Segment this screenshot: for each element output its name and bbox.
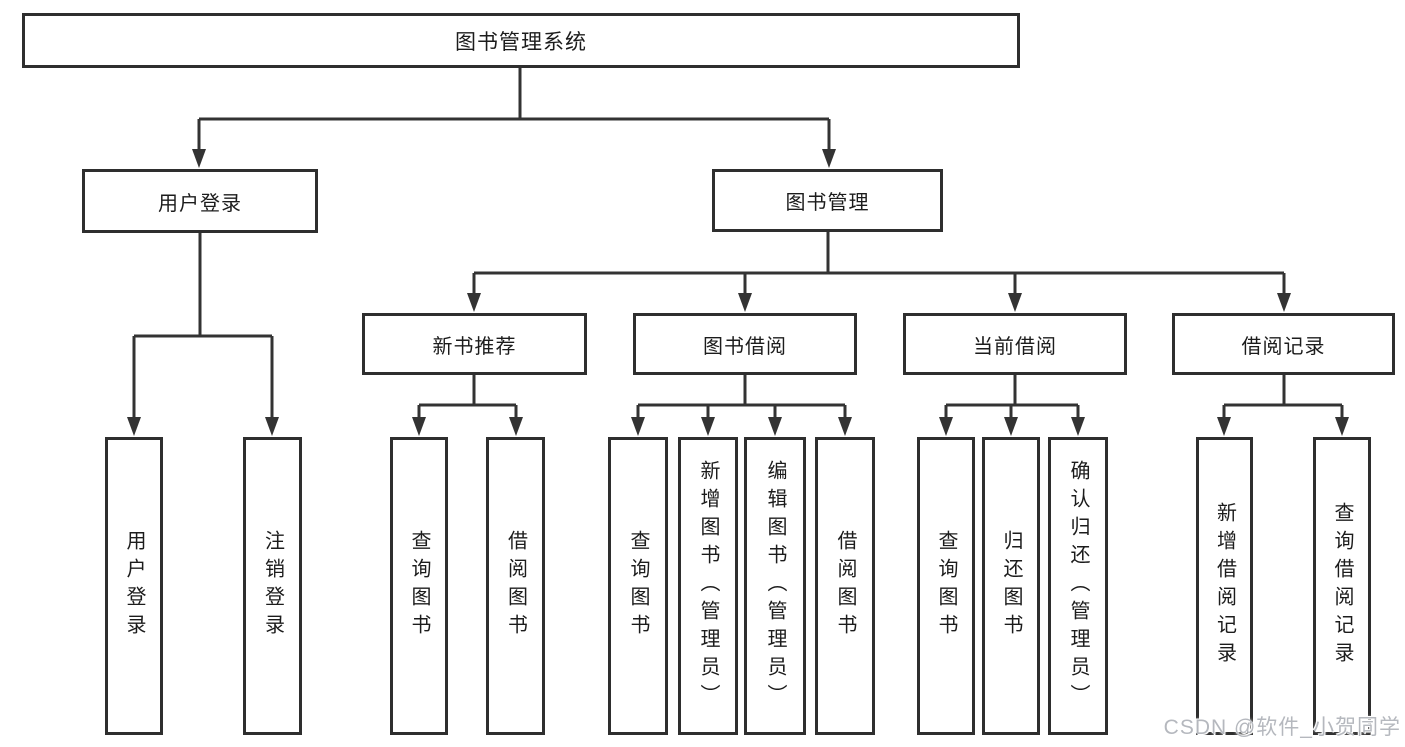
leaf-edit-books-admin: 编辑图书（管理员） xyxy=(744,437,806,735)
node-label: 借阅图书 xyxy=(504,530,527,642)
node-label: 新书推荐 xyxy=(432,335,517,358)
leaf-borrow-books: 借阅图书 xyxy=(815,437,875,735)
node-label: 借阅记录 xyxy=(1241,335,1326,358)
node-label: 图书管理系统 xyxy=(455,30,587,54)
leaf-query-books-current: 查询图书 xyxy=(917,437,975,735)
leaf-add-books-admin: 新增图书（管理员） xyxy=(678,437,738,735)
node-label: 查询图书 xyxy=(935,530,957,642)
node-new-book-recommend: 新书推荐 xyxy=(362,313,587,375)
leaf-user-login: 用户登录 xyxy=(105,437,163,735)
leaf-query-books-recommend: 查询图书 xyxy=(390,437,448,735)
node-label: 查询借阅记录 xyxy=(1331,502,1353,670)
node-label: 用户登录 xyxy=(123,530,145,642)
node-label: 当前借阅 xyxy=(973,335,1057,358)
node-book-borrow: 图书借阅 xyxy=(633,313,857,375)
node-label: 新增图书（管理员） xyxy=(697,460,719,712)
leaf-query-books-borrow: 查询图书 xyxy=(608,437,668,735)
node-label: 归还图书 xyxy=(1000,530,1022,642)
node-label: 注销登录 xyxy=(261,530,284,642)
leaf-borrow-books-recommend: 借阅图书 xyxy=(486,437,545,735)
leaf-confirm-return-admin: 确认归还（管理员） xyxy=(1048,437,1108,735)
leaf-return-books: 归还图书 xyxy=(982,437,1040,735)
leaf-add-borrow-record: 新增借阅记录 xyxy=(1196,437,1253,735)
node-label: 用户登录 xyxy=(158,192,242,215)
leaf-logout: 注销登录 xyxy=(243,437,302,735)
node-current-borrow: 当前借阅 xyxy=(903,313,1127,375)
leaf-query-borrow-record: 查询借阅记录 xyxy=(1313,437,1371,735)
node-label: 查询图书 xyxy=(408,530,430,642)
csdn-watermark: CSDN @软件_小贺同学 xyxy=(1163,716,1401,739)
arrowheads xyxy=(127,149,1349,436)
node-label: 图书借阅 xyxy=(703,335,787,358)
tree-edges xyxy=(132,68,1344,421)
node-book-management: 图书管理 xyxy=(712,169,943,232)
node-label: 确认归还（管理员） xyxy=(1067,460,1089,712)
node-label: 查询图书 xyxy=(627,530,649,642)
node-label: 编辑图书（管理员） xyxy=(764,460,786,712)
node-label: 新增借阅记录 xyxy=(1213,502,1236,670)
node-label: 借阅图书 xyxy=(834,530,856,642)
node-borrow-records: 借阅记录 xyxy=(1172,313,1395,375)
node-root-system: 图书管理系统 xyxy=(22,13,1020,68)
node-label: 图书管理 xyxy=(785,192,870,214)
node-user-login: 用户登录 xyxy=(82,169,318,233)
